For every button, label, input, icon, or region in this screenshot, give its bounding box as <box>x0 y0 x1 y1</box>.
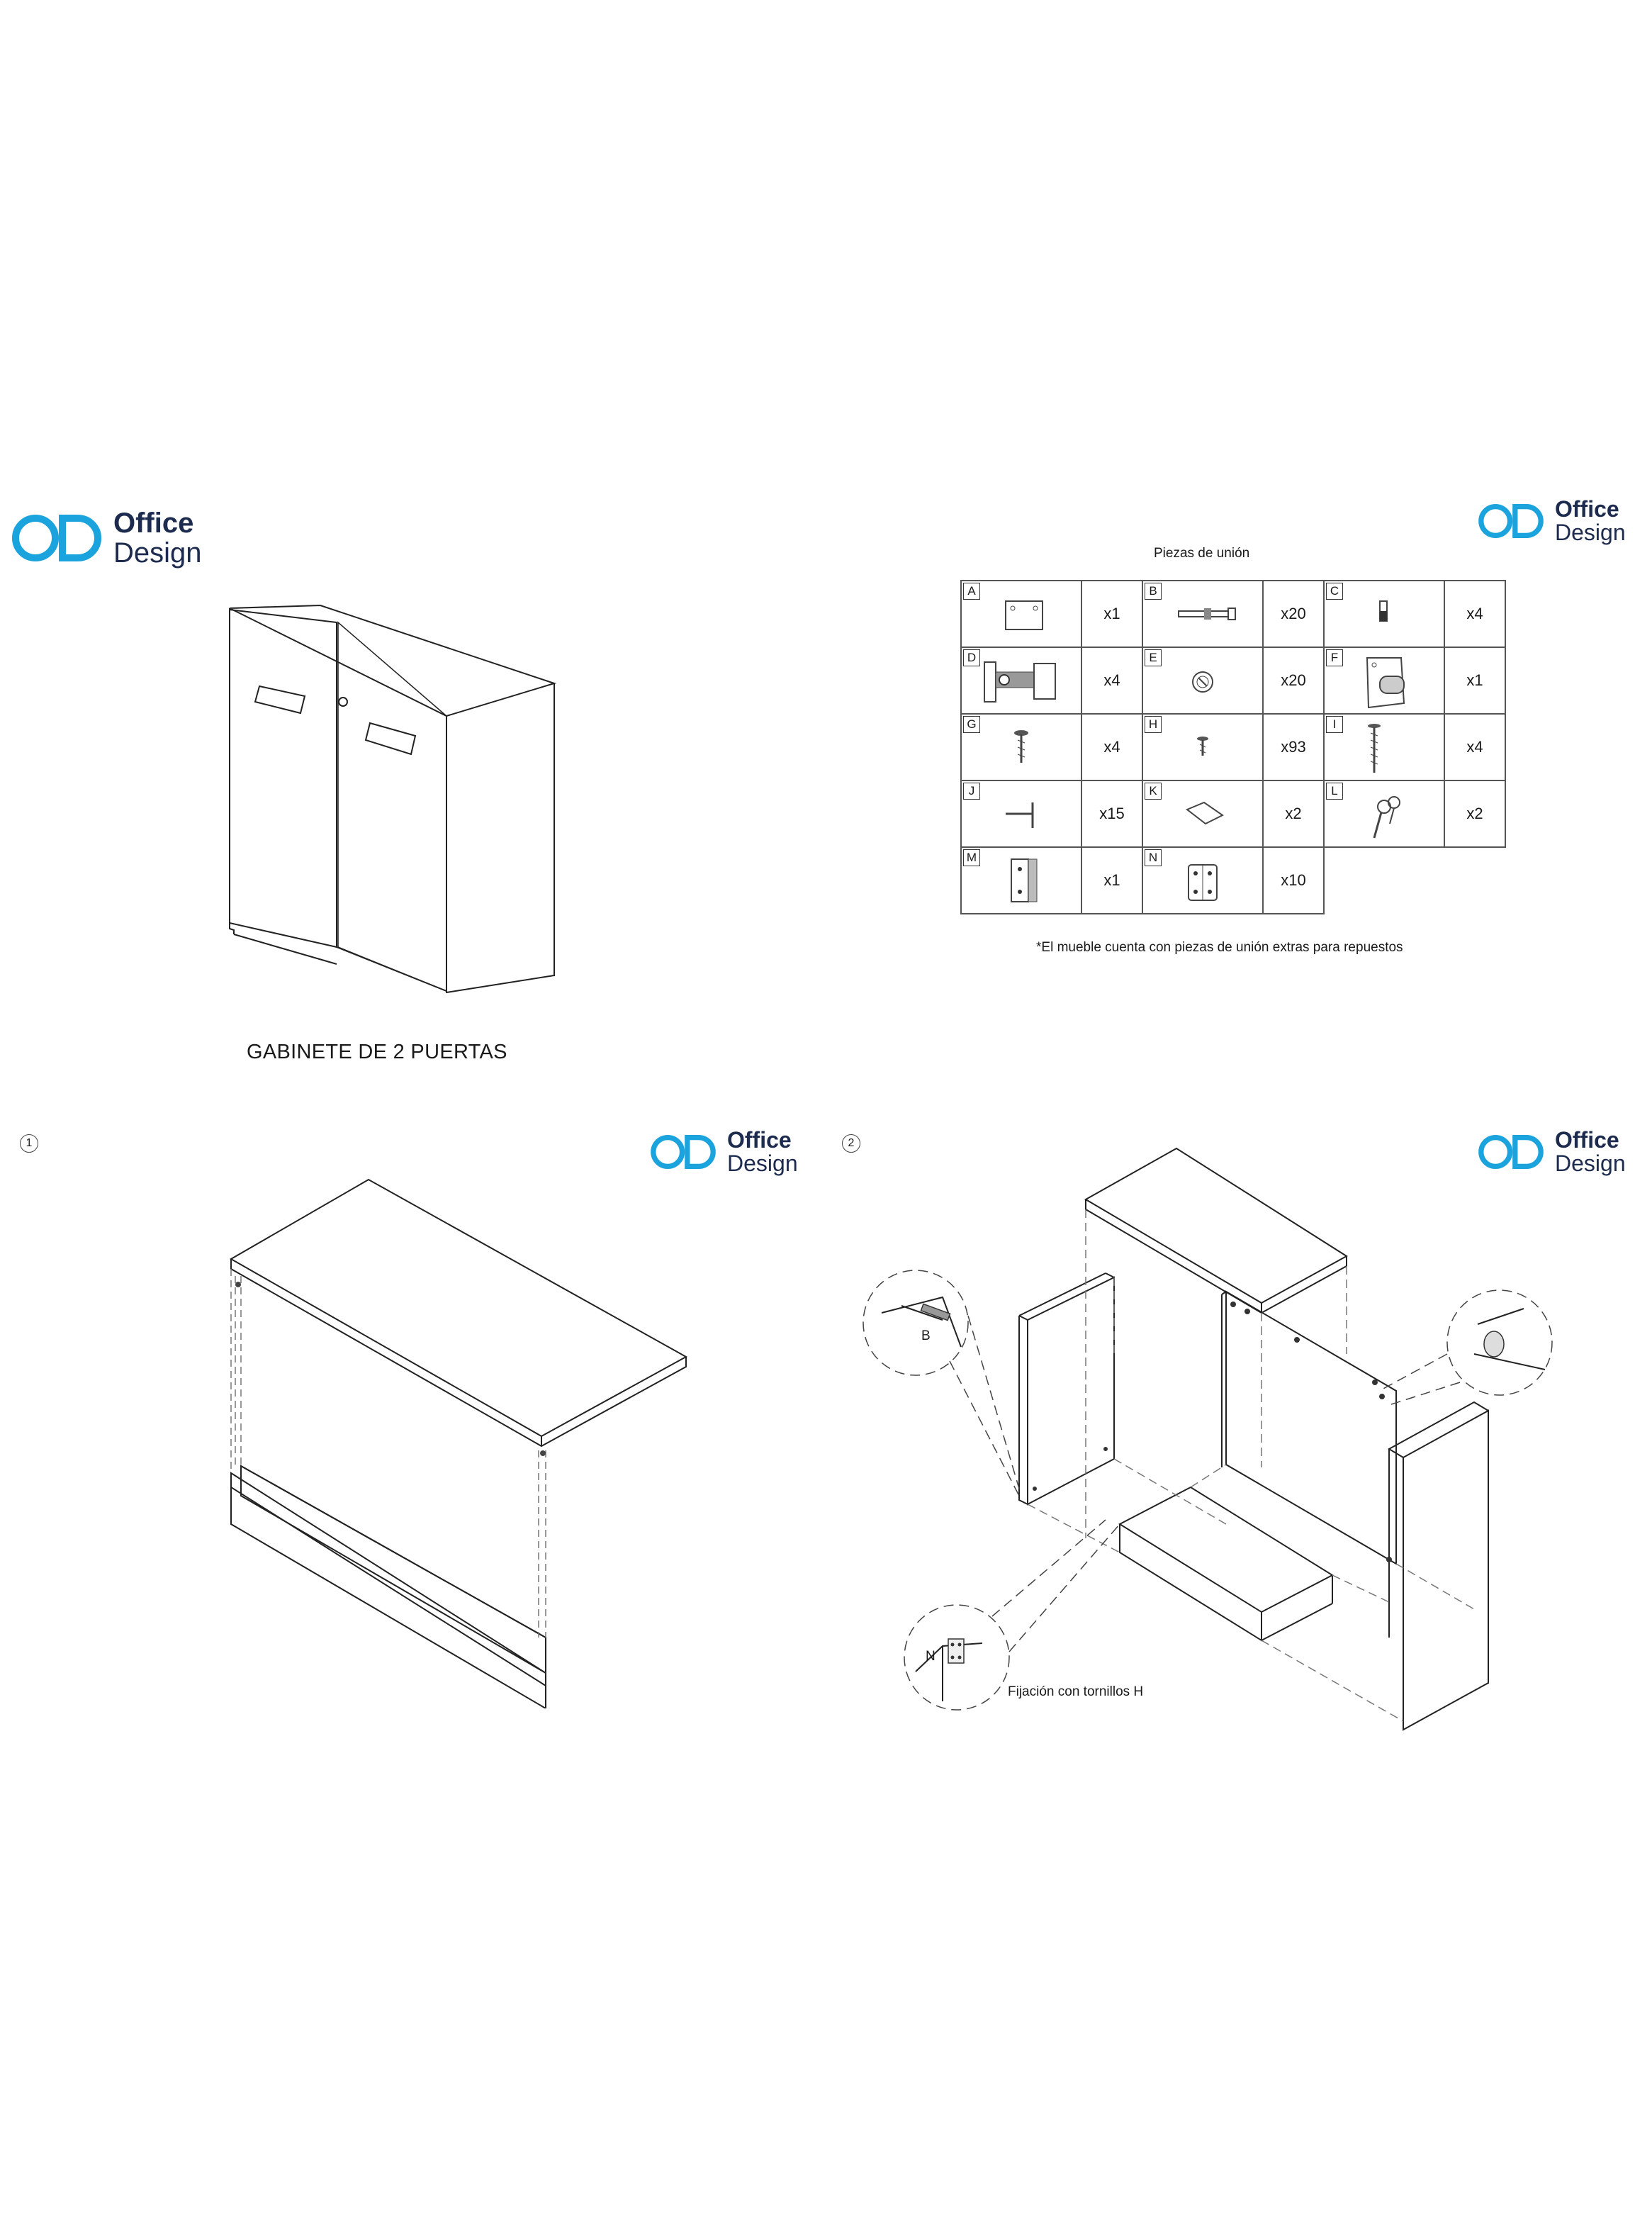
part-cell-d: D <box>960 647 1082 715</box>
part-letter: K <box>1145 783 1162 800</box>
part-cell-h: H <box>1142 713 1264 781</box>
part-letter: E <box>1145 649 1162 666</box>
keys-icon <box>1373 796 1400 839</box>
table-row: G x4 H x93 I x4 <box>960 713 1506 781</box>
plate-icon <box>1005 600 1043 630</box>
part-qty: x4 <box>1081 647 1143 715</box>
bracket-icon <box>1011 858 1038 902</box>
part-qty: x2 <box>1262 780 1325 848</box>
part-cell-l: L <box>1323 780 1445 848</box>
part-letter: C <box>1326 583 1343 600</box>
part-cell-b: B <box>1142 580 1264 648</box>
brand-word-office: Office <box>1555 1127 1619 1153</box>
hinge-icon <box>984 661 1056 703</box>
part-qty: x4 <box>1444 580 1506 648</box>
step1-illustration <box>229 1178 688 1708</box>
part-qty: x15 <box>1081 780 1143 848</box>
table-row: J x15 K x2 L x2 <box>960 780 1506 848</box>
part-qty: x1 <box>1081 580 1143 648</box>
step-number: 2 <box>842 1134 860 1153</box>
part-qty: x1 <box>1444 647 1506 715</box>
table-row: A x1 B x20 C x4 <box>960 580 1506 648</box>
part-letter: M <box>963 849 980 866</box>
part-letter: G <box>963 716 980 733</box>
callout-label-b: B <box>921 1328 931 1343</box>
od-logo-icon <box>1478 503 1544 538</box>
parts-table-note: *El mueble cuenta con piezas de unión ex… <box>1036 940 1403 955</box>
dowel-icon <box>1379 600 1388 622</box>
part-letter: F <box>1326 649 1343 666</box>
part-qty: x20 <box>1262 647 1325 715</box>
part-cell-n: N <box>1142 846 1264 914</box>
part-qty: x2 <box>1444 780 1506 848</box>
empty-cell <box>1324 847 1444 914</box>
corner-plate-icon <box>1188 864 1218 901</box>
part-cell-g: G <box>960 713 1082 781</box>
long-screw-icon <box>1368 724 1381 773</box>
part-qty: x10 <box>1262 846 1325 914</box>
part-cell-j: J <box>960 780 1082 848</box>
part-letter: L <box>1326 783 1343 800</box>
part-letter: H <box>1145 716 1162 733</box>
part-cell-m: M <box>960 846 1082 914</box>
pin-icon <box>1006 802 1034 828</box>
part-cell-f: F <box>1323 647 1445 715</box>
part-letter: J <box>963 783 980 800</box>
lock-icon <box>1366 657 1405 709</box>
screw-icon <box>1014 730 1028 763</box>
part-qty: x4 <box>1444 713 1506 781</box>
part-cell-c: C <box>1323 580 1445 648</box>
step2-caption: Fijación con tornillos H <box>1008 1684 1144 1699</box>
part-qty: x4 <box>1081 713 1143 781</box>
brand-word-office: Office <box>1555 496 1619 522</box>
part-qty: x93 <box>1262 713 1325 781</box>
brand-word-design: Design <box>1555 520 1626 545</box>
brand-word-design: Design <box>113 537 202 569</box>
short-screw-icon <box>1197 737 1208 756</box>
bolt-icon <box>1178 608 1236 620</box>
part-cell-e: E <box>1142 647 1264 715</box>
part-letter: I <box>1326 716 1343 733</box>
step2-illustration <box>862 1147 1553 1731</box>
part-letter: B <box>1145 583 1162 600</box>
cabinet-illustration <box>229 604 557 994</box>
od-logo-icon <box>12 515 101 561</box>
step-number: 1 <box>20 1134 38 1153</box>
part-letter: A <box>963 583 980 600</box>
brand-word-design: Design <box>1555 1151 1626 1176</box>
brand-word-office: Office <box>727 1127 792 1153</box>
part-cell-k: K <box>1142 780 1264 848</box>
parts-table-title: Piezas de unión <box>1154 546 1250 561</box>
part-qty: x1 <box>1081 846 1143 914</box>
parts-table: A x1 B x20 C x4 D x4 E x20 F x1 G x4 <box>960 580 1506 914</box>
od-logo-icon <box>1478 1134 1544 1169</box>
od-logo-icon <box>651 1134 716 1169</box>
part-letter: D <box>963 649 980 666</box>
part-letter: N <box>1145 849 1162 866</box>
table-row: D x4 E x20 F x1 <box>960 647 1506 715</box>
cover-title: GABINETE DE 2 PUERTAS <box>247 1041 507 1063</box>
wedge-icon <box>1186 801 1224 825</box>
brand-word-office: Office <box>113 508 194 539</box>
cam-lock-icon <box>1192 671 1213 693</box>
part-qty: x20 <box>1262 580 1325 648</box>
brand-word-design: Design <box>727 1151 798 1176</box>
callout-label-n: N <box>926 1649 935 1664</box>
part-cell-i: I <box>1323 713 1445 781</box>
empty-cell <box>1444 847 1505 914</box>
table-row: M x1 N x10 <box>960 846 1505 914</box>
part-cell-a: A <box>960 580 1082 648</box>
